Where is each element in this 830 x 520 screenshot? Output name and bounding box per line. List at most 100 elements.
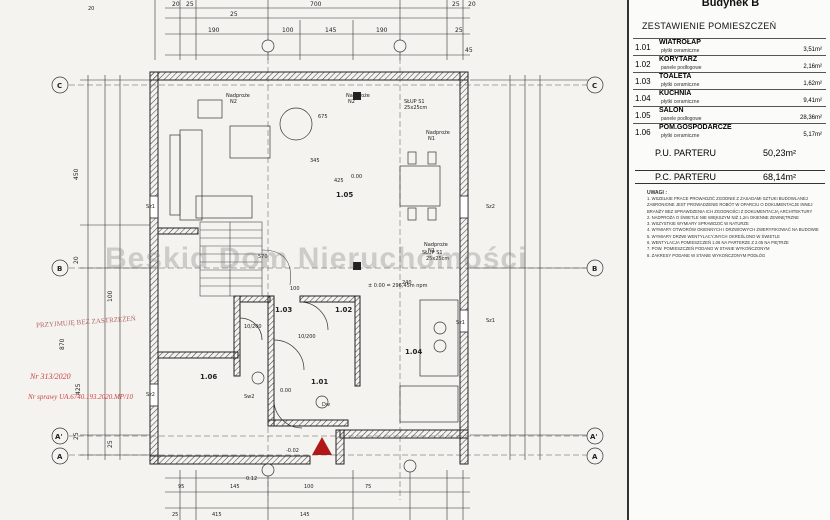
interior-walls bbox=[157, 227, 361, 427]
pu-value: 50,23m² bbox=[763, 148, 797, 158]
plan-label: 25x25cm bbox=[404, 105, 427, 111]
plan-label: Nadproże bbox=[426, 130, 450, 136]
door-swings bbox=[239, 301, 329, 429]
plan-label: N2 bbox=[348, 99, 355, 105]
plan-label: Nadproże bbox=[346, 93, 370, 99]
plan-label: N1 bbox=[428, 136, 435, 142]
room-area: 1,62m² bbox=[803, 81, 822, 87]
room-tag: 1.02 bbox=[335, 306, 352, 314]
plan-label: Sw2 bbox=[244, 394, 254, 400]
entrance-triangle bbox=[312, 437, 332, 455]
room-tag: 1.03 bbox=[275, 306, 292, 314]
schedule-header: ZESTAWIENIE POMIESZCZEŃ bbox=[642, 21, 777, 31]
plan-label: Sz2 bbox=[486, 204, 495, 210]
left-dimension-lines bbox=[80, 75, 150, 460]
plan-label: Sz1 bbox=[486, 318, 495, 324]
room-area: 5,17m² bbox=[803, 132, 822, 138]
room-name: SALON bbox=[659, 107, 684, 114]
note-line: 5. WYMIARY DRZWI WENTYLACYJNYCH OKREŚLON… bbox=[647, 233, 780, 239]
room-floor: płytki ceramiczne bbox=[661, 133, 700, 139]
room-area: 3,51m² bbox=[803, 47, 822, 53]
plan-label: Sz1 bbox=[146, 204, 155, 210]
plan-label: Nadproże bbox=[424, 242, 448, 248]
right-dimension-lines bbox=[470, 75, 600, 460]
plan-note: 100 bbox=[304, 484, 314, 490]
left-dimension: 425 bbox=[75, 383, 82, 395]
top-dimension: 20 bbox=[172, 1, 180, 8]
note-line: 3. WSZYSTKIE WYMIARY SPRAWDZIĆ W NATURZE bbox=[647, 221, 749, 227]
note-line: 2. NADPROŻA O ŚWIETLE NIE WIĘKSZYM NIŻ 1… bbox=[647, 214, 799, 220]
room-number: 1.02 bbox=[635, 60, 651, 69]
plan-label: 240 bbox=[402, 280, 412, 286]
plan-note: 0.00 bbox=[351, 174, 362, 180]
axis-label: C bbox=[57, 82, 62, 90]
left-dimension: 100 bbox=[107, 290, 114, 302]
handwritten-case-reference: Nr sprawy UA.6740.193.2020.MP/10 bbox=[28, 393, 133, 401]
plan-label: Dw bbox=[322, 402, 330, 408]
plan-label: Nadproże bbox=[226, 93, 250, 99]
column-s1-top bbox=[353, 92, 361, 100]
building-label: Budynek B bbox=[701, 0, 760, 9]
top-dimension: 25 bbox=[186, 1, 194, 8]
notes-block: UWAGI : 1. WSZELKIE PRACE PROWADZIĆ ZGOD… bbox=[647, 190, 823, 259]
gross-area-summary: P.C. PARTERU 68,14m² bbox=[635, 170, 825, 184]
handwritten-case-number: Nr 313/2020 bbox=[30, 372, 71, 381]
plan-note: -0.02 bbox=[286, 448, 299, 454]
top-dimension: 100 bbox=[282, 27, 294, 34]
room-tag: 1.04 bbox=[405, 348, 422, 356]
note-line: 1. WSZELKIE PRACE PROWADZIĆ ZGODNIE Z ZA… bbox=[647, 196, 808, 201]
plan-label: Sz2 bbox=[146, 392, 155, 398]
plan-note: 10/200 bbox=[244, 324, 262, 330]
plan-note: 95 bbox=[178, 484, 184, 490]
plan-note: 20 bbox=[88, 6, 94, 12]
room-floor: panele podłogowe bbox=[661, 65, 702, 71]
room-tag: 1.05 bbox=[336, 191, 353, 199]
note-line: 6. WENTYLACJA POMIESZCZEŃ 1.06 NA PARTER… bbox=[647, 240, 789, 246]
plan-label: N2 bbox=[230, 99, 237, 105]
note-line: 7. POW. POMIESZCZEŃ PODANO W STANIE WYKO… bbox=[647, 246, 770, 252]
room-number: 1.03 bbox=[635, 77, 651, 86]
plan-label: Sz1 bbox=[456, 320, 465, 326]
axis-label: A' bbox=[590, 433, 598, 441]
room-floor: panele podłogowe bbox=[661, 116, 702, 122]
note-line: ZABRONIONE JEST PROWADZENIE ROBÓT W OPAR… bbox=[647, 202, 813, 208]
left-dimension: 25 bbox=[107, 440, 114, 448]
column-s1-mid bbox=[353, 262, 361, 270]
axis-label: C bbox=[592, 82, 597, 90]
left-dimension: 25 bbox=[73, 432, 80, 440]
room-number: 1.06 bbox=[635, 128, 651, 137]
room-area: 2,16m² bbox=[803, 64, 822, 70]
room-number: 1.05 bbox=[635, 111, 651, 120]
plan-note: 145 bbox=[230, 484, 240, 490]
axis-label: B bbox=[592, 265, 597, 273]
plan-note: 145 bbox=[300, 512, 310, 518]
plan-note: 0.00 bbox=[280, 388, 291, 394]
room-number: 1.01 bbox=[635, 43, 651, 52]
top-dimension: 20 bbox=[468, 1, 476, 8]
room-floor: płytki ceramiczne bbox=[661, 82, 700, 88]
pc-value: 68,14m² bbox=[763, 172, 797, 182]
plan-label: 425 bbox=[334, 178, 344, 184]
plan-label: 25x25cm bbox=[426, 256, 449, 262]
room-schedule-panel: Budynek B ZESTAWIENIE POMIESZCZEŃ 1.01 WI… bbox=[627, 0, 830, 520]
room-name: KUCHNIA bbox=[659, 90, 692, 97]
left-dimension: 450 bbox=[73, 168, 80, 180]
plan-note: 10/200 bbox=[298, 334, 316, 340]
watermark: Beskid Dom Nieruchomości bbox=[105, 242, 528, 275]
axis-label: A' bbox=[55, 433, 63, 441]
room-name: TOALETA bbox=[659, 73, 692, 80]
plan-label: 675 bbox=[318, 114, 328, 120]
top-dimension: 25 bbox=[452, 1, 460, 8]
staircase bbox=[199, 221, 291, 297]
plan-note: 25 bbox=[172, 512, 178, 518]
plan-label: 100 bbox=[290, 286, 300, 292]
plan-label: SŁUP S1 bbox=[422, 250, 443, 256]
notes-title: UWAGI : bbox=[647, 190, 667, 196]
room-row: 1.03 TOALETA płytki ceramiczne 1,62m² bbox=[633, 72, 826, 89]
top-dimension: 45 bbox=[465, 47, 473, 54]
room-name: WIATROŁAP bbox=[659, 39, 701, 46]
